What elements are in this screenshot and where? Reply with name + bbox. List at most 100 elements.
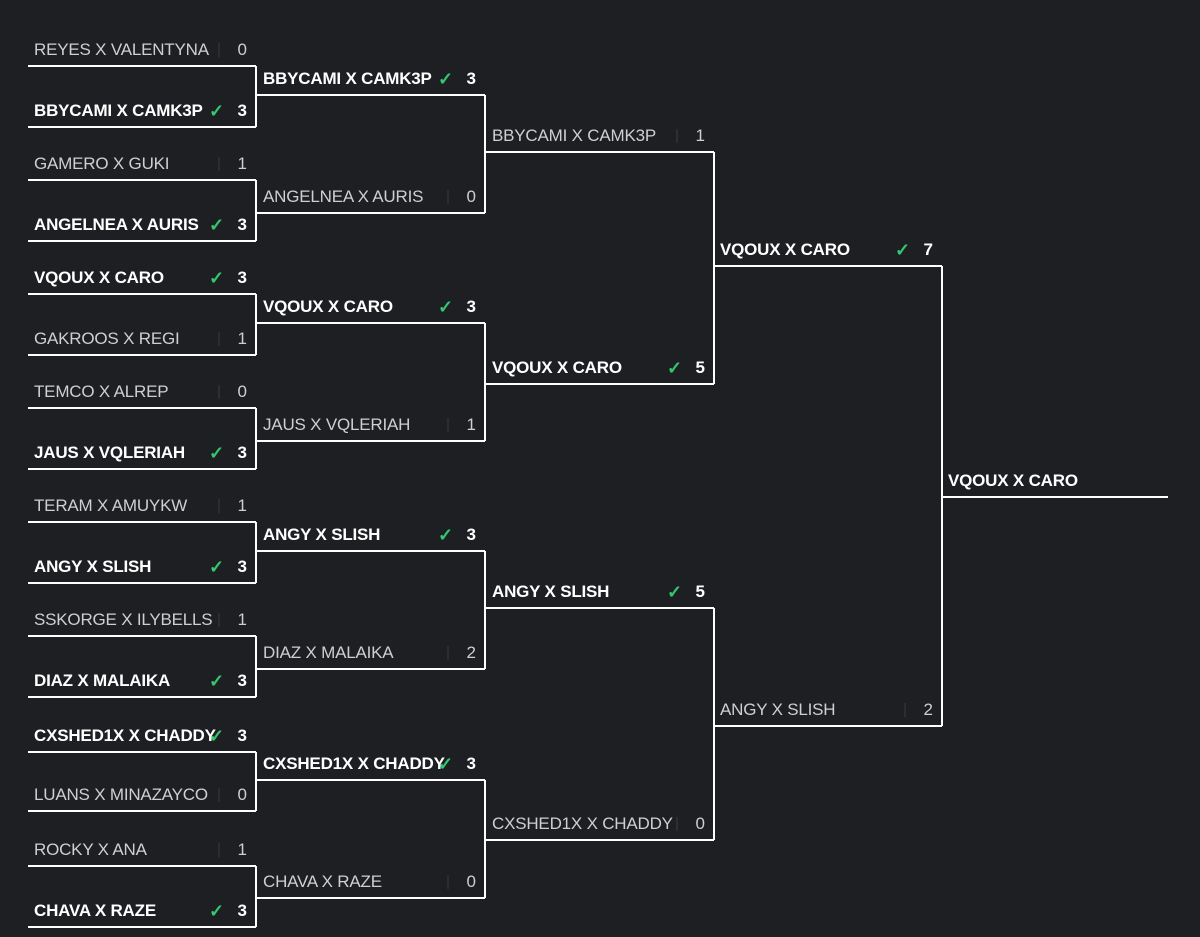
team-score: 3 xyxy=(237,557,247,576)
score-divider xyxy=(447,875,449,889)
team-name: CXSHED1X X CHADDY xyxy=(263,754,445,773)
team-score: 1 xyxy=(695,126,705,145)
team-score: 1 xyxy=(466,415,476,434)
bracket-slot[interactable]: CXSHED1X X CHADDY✓3 xyxy=(257,750,485,778)
team-name: GAKROOS X REGI xyxy=(34,329,180,348)
team-score: 5 xyxy=(695,582,705,601)
bracket-slot[interactable]: VQOUX X CARO ✓ 5 xyxy=(486,354,714,382)
bracket-slot[interactable]: GAKROOS X REGI 1 xyxy=(28,325,256,353)
team-score: 3 xyxy=(237,215,247,234)
team-name: ANGELNEA X AURIS xyxy=(34,215,199,234)
winner-check-icon: ✓ xyxy=(209,215,225,235)
team-name: ANGY X SLISH xyxy=(263,525,381,544)
bracket-slot[interactable]: DIAZ X MALAIKA✓3 xyxy=(28,667,256,695)
team-score: 0 xyxy=(466,187,476,206)
team-name: TEMCO X ALREP xyxy=(34,382,169,401)
team-name: BBYCAMI X CAMK3P xyxy=(34,101,203,120)
score-divider xyxy=(904,703,906,717)
bracket-slot[interactable]: ANGELNEA X AURIS ✓ 3 xyxy=(28,211,256,239)
team-score: 0 xyxy=(695,814,705,833)
team-score: 5 xyxy=(695,358,705,377)
bracket-slot[interactable]: JAUS X VQLERIAH✓3 xyxy=(28,439,256,467)
team-name: REYES X VALENTYNA xyxy=(34,40,209,59)
bracket-slot[interactable]: JAUS X VQLERIAH 1 xyxy=(257,411,485,439)
team-score: 3 xyxy=(466,297,476,316)
score-divider xyxy=(218,499,220,513)
team-name: VQOUX X CARO xyxy=(263,297,393,316)
winner-check-icon: ✓ xyxy=(209,557,225,577)
team-name: JAUS X VQLERIAH xyxy=(34,443,185,462)
team-name: ANGY X SLISH xyxy=(34,557,152,576)
team-name: VQOUX X CARO xyxy=(720,240,850,259)
bracket-slot[interactable]: ANGY X SLISH 2 xyxy=(714,696,942,724)
bracket-slot[interactable]: CXSHED1X X CHADDY✓3 xyxy=(28,722,256,750)
score-divider xyxy=(447,646,449,660)
score-divider xyxy=(218,385,220,399)
team-name: ANGELNEA X AURIS xyxy=(263,187,424,206)
team-score: 3 xyxy=(237,671,247,690)
winner-check-icon: ✓ xyxy=(667,582,683,602)
bracket-slot[interactable]: ANGY X SLISH ✓ 3 xyxy=(28,553,256,581)
team-score: 2 xyxy=(466,643,476,662)
bracket-slot[interactable]: ANGY X SLISH✓5 xyxy=(486,578,714,606)
bracket-slot[interactable]: ANGELNEA X AURIS 0 xyxy=(257,183,485,211)
score-divider xyxy=(218,157,220,171)
team-name: ANGY X SLISH xyxy=(720,700,836,719)
winner-check-icon: ✓ xyxy=(209,101,225,121)
bracket-slot[interactable]: VQOUX X CARO✓3 xyxy=(257,293,485,321)
team-score: 7 xyxy=(923,240,933,259)
champion-team-name: VQOUX X CARO xyxy=(948,471,1078,490)
score-divider xyxy=(218,43,220,57)
team-score: 1 xyxy=(237,329,247,348)
team-name: CXSHED1X X CHADDY xyxy=(34,726,216,745)
champion-slot[interactable]: VQOUX X CARO xyxy=(942,467,1168,495)
winner-check-icon: ✓ xyxy=(895,240,911,260)
score-divider xyxy=(218,788,220,802)
bracket-slot[interactable]: BBYCAMI X CAMK3P ✓ 3 xyxy=(28,97,256,125)
score-divider xyxy=(676,129,678,143)
team-score: 3 xyxy=(237,443,247,462)
winner-check-icon: ✓ xyxy=(209,726,225,746)
team-name: SSKORGE X ILYBELLS xyxy=(34,610,213,629)
team-score: 3 xyxy=(237,101,247,120)
bracket-slot[interactable]: VQOUX X CARO✓3 xyxy=(28,264,256,292)
bracket-slot[interactable]: TEMCO X ALREP 0 xyxy=(28,378,256,406)
winner-check-icon: ✓ xyxy=(667,358,683,378)
bracket-slot[interactable]: SSKORGE X ILYBELLS 1 xyxy=(28,606,256,634)
team-score: 2 xyxy=(923,700,933,719)
team-name: LUANS X MINAZAYCO xyxy=(34,785,208,804)
team-name: VQOUX X CARO xyxy=(492,358,622,377)
score-divider xyxy=(218,332,220,346)
bracket-slot[interactable]: BBYCAMI X CAMK3P 1 xyxy=(486,122,714,150)
bracket-slot[interactable]: CHAVA X RAZE✓3 xyxy=(28,897,256,925)
team-name: ROCKY X ANA xyxy=(34,840,147,859)
bracket-slot[interactable]: DIAZ X MALAIKA 2 xyxy=(257,639,485,667)
bracket-slot[interactable]: BBYCAMI X CAMK3P✓3 xyxy=(257,65,485,93)
team-name: BBYCAMI X CAMK3P xyxy=(492,126,657,145)
team-name: BBYCAMI X CAMK3P xyxy=(263,69,432,88)
team-name: TERAM X AMUYKW xyxy=(34,496,188,515)
winner-check-icon: ✓ xyxy=(209,671,225,691)
winner-check-icon: ✓ xyxy=(438,69,454,89)
team-name: JAUS X VQLERIAH xyxy=(263,415,411,434)
team-score: 0 xyxy=(237,382,247,401)
bracket-slot[interactable]: CXSHED1X X CHADDY 0 xyxy=(486,810,714,838)
team-score: 3 xyxy=(466,754,476,773)
team-name: CXSHED1X X CHADDY xyxy=(492,814,673,833)
bracket-slot[interactable]: VQOUX X CARO ✓ 7 xyxy=(714,236,942,264)
team-name: GAMERO X GUKI xyxy=(34,154,170,173)
bracket-slot[interactable]: ANGY X SLISH✓3 xyxy=(257,521,485,549)
team-score: 3 xyxy=(237,268,247,287)
team-name: CHAVA X RAZE xyxy=(34,901,156,920)
team-score: 1 xyxy=(237,610,247,629)
team-name: DIAZ X MALAIKA xyxy=(263,643,394,662)
winner-check-icon: ✓ xyxy=(209,901,225,921)
